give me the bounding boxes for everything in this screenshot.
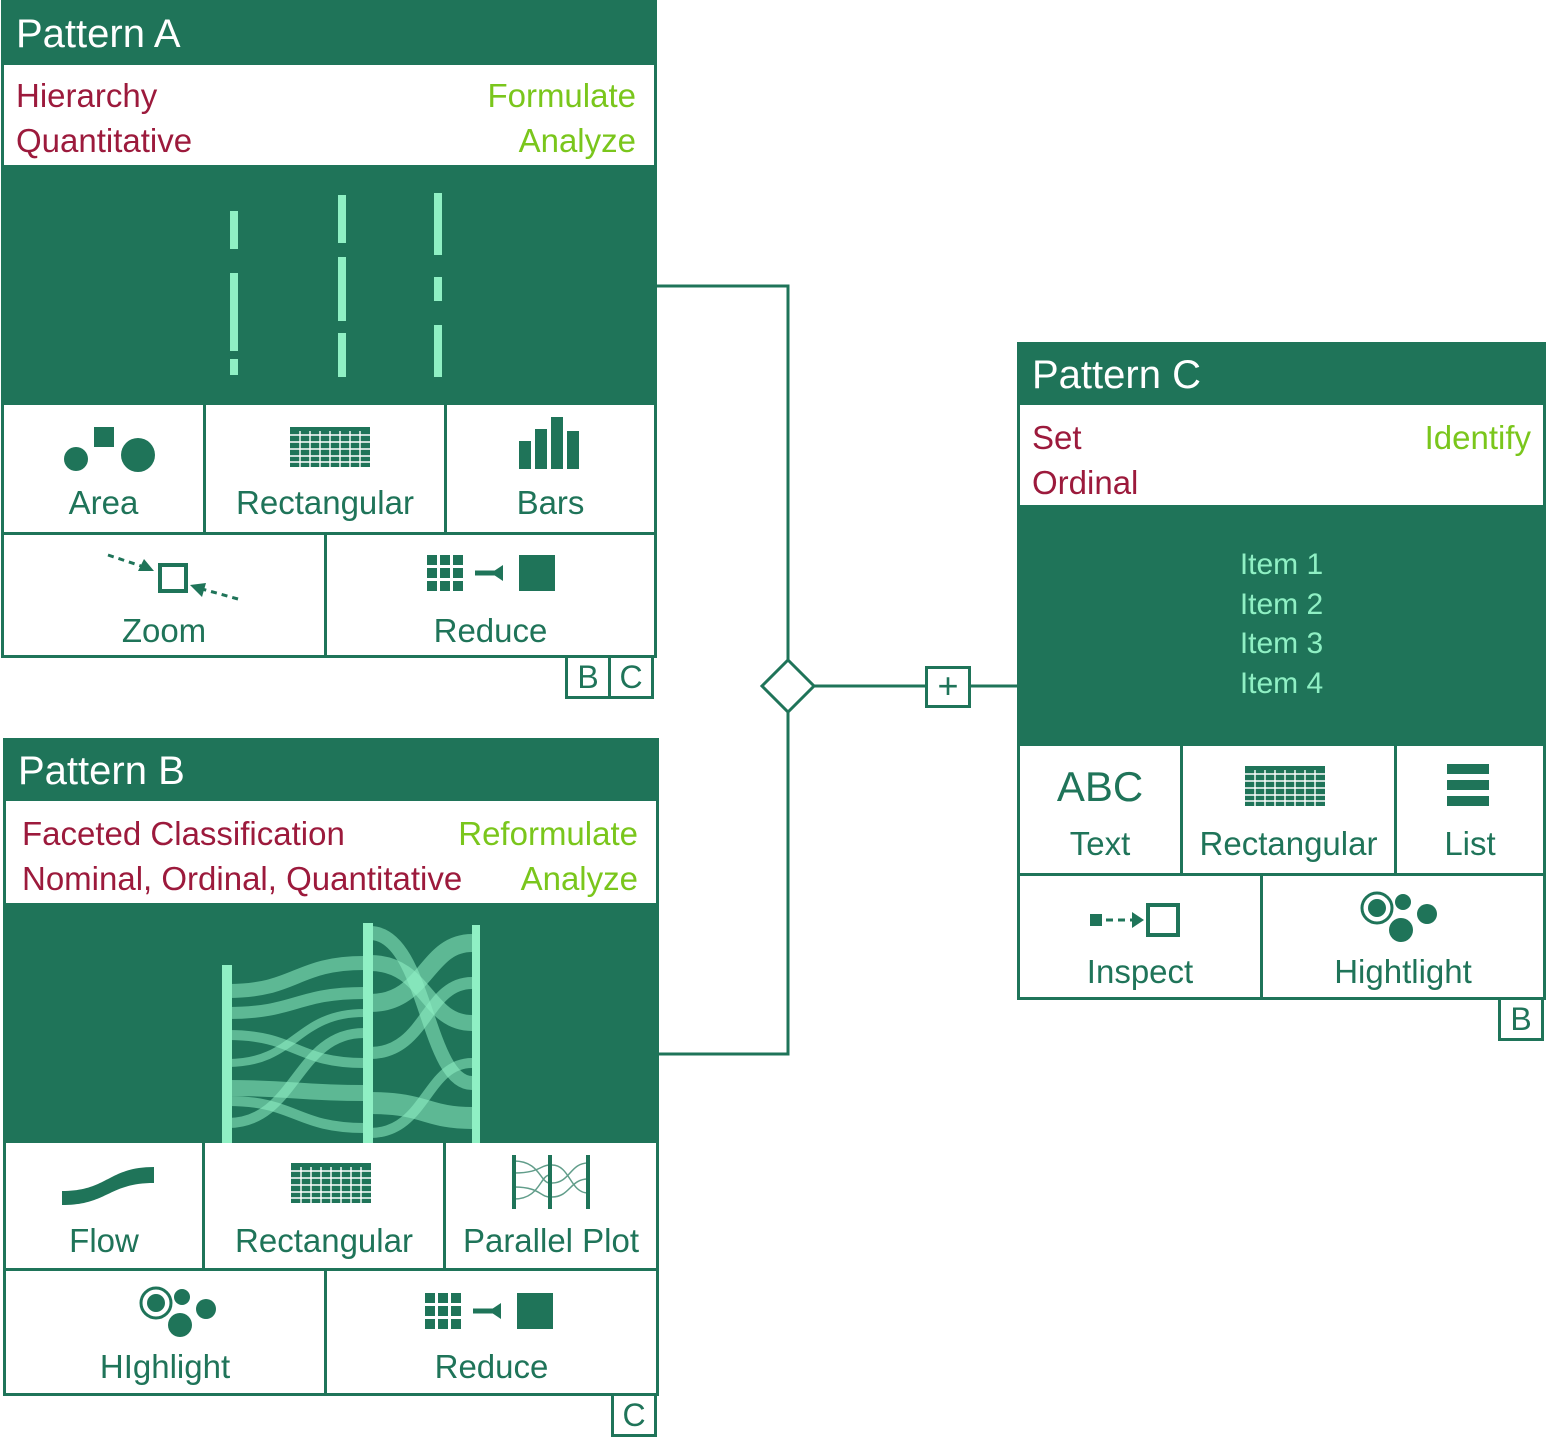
idiom-rectangular[interactable]: Rectangular (205, 1143, 446, 1271)
grid-reduce-icon (425, 1293, 555, 1333)
task-label: Identify (1424, 419, 1531, 456)
interaction-reduce[interactable]: Reduce (327, 1271, 656, 1393)
data-type-label: Quantitative (16, 122, 193, 159)
pattern-c-meta: Set Ordinal Identify (1020, 405, 1543, 505)
idiom-rectangular[interactable]: Rectangular (1183, 746, 1397, 876)
pattern-a-title: Pattern A (4, 3, 654, 65)
plus-icon: + (937, 665, 959, 706)
task-label: Reformulate (458, 815, 638, 852)
idiom-label: List (1444, 825, 1496, 862)
interaction-label: Reduce (433, 612, 548, 649)
idiom-list[interactable]: List (1397, 746, 1543, 876)
grid-table-icon (1245, 766, 1325, 807)
interaction-reduce[interactable]: Reduce (327, 535, 654, 655)
grid-table-icon (291, 1163, 371, 1204)
interaction-zoom[interactable]: Zoom (4, 535, 327, 655)
idiom-label: Rectangular (235, 1222, 413, 1259)
pattern-b-meta: Faceted Classification Nominal, Ordinal,… (6, 801, 656, 903)
combine-box: + (925, 666, 971, 708)
link-tag-b[interactable]: B (1498, 997, 1544, 1041)
idiom-label: Area (68, 484, 139, 521)
highlight-dots-icon (139, 1286, 218, 1339)
pattern-c-card: Pattern C Set Ordinal Identify Item 1 It… (1017, 342, 1546, 1000)
abc-text-icon: ABC (1056, 763, 1144, 810)
highlight-dots-icon (1360, 891, 1439, 944)
list-item: Item 2 (1239, 587, 1324, 621)
data-type-label: Faceted Classification (22, 815, 345, 852)
idiom-text[interactable]: ABC Text (1020, 746, 1183, 876)
sankey-preview (222, 923, 480, 1143)
interaction-highlight[interactable]: Hightlight (1263, 876, 1543, 997)
data-type-label: Nominal, Ordinal, Quantitative (22, 860, 463, 897)
data-type-label: Set (1032, 419, 1082, 456)
bar-chart-icon (519, 417, 579, 469)
link-tag-c[interactable]: C (608, 655, 654, 699)
inspect-arrow-icon (1090, 903, 1180, 937)
zoom-arrows-icon (107, 553, 239, 601)
data-type-label: Ordinal (1032, 464, 1139, 501)
idiom-label: Flow (69, 1222, 139, 1259)
link-tag-c[interactable]: C (611, 1393, 657, 1437)
link-tag-b[interactable]: B (565, 655, 611, 699)
flow-curve-icon (62, 1167, 154, 1205)
pattern-b-title: Pattern B (6, 741, 656, 801)
join-diamond-icon (759, 657, 817, 715)
parallel-plot-icon (512, 1155, 590, 1209)
data-type-label: Hierarchy (16, 77, 158, 114)
area-shapes-icon (64, 427, 155, 472)
idiom-label: Parallel Plot (462, 1222, 640, 1259)
icicle-bars-preview (230, 193, 442, 377)
idiom-label: Bars (516, 484, 585, 521)
idiom-rectangular[interactable]: Rectangular (206, 405, 447, 535)
task-label: Formulate (487, 77, 636, 114)
interaction-inspect[interactable]: Inspect (1020, 876, 1263, 997)
task-label: Analyze (518, 122, 636, 159)
interaction-label: Hightlight (1334, 953, 1472, 990)
interaction-label: HIghlight (99, 1348, 231, 1385)
pattern-c-visualization: Item 1 Item 2 Item 3 Item 4 (1020, 505, 1543, 746)
grid-table-icon (290, 427, 370, 468)
interaction-label: Reduce (434, 1348, 549, 1385)
idiom-bars[interactable]: Bars (447, 405, 654, 535)
task-label: Analyze (520, 860, 638, 897)
pattern-b-card: Pattern B Faceted Classification Nominal… (3, 738, 659, 1396)
idiom-label: Text (1069, 825, 1131, 862)
pattern-a-card: Pattern A Hierarchy Quantitative Formula… (1, 0, 657, 658)
list-lines-icon (1447, 764, 1489, 806)
grid-reduce-icon (427, 555, 557, 595)
idiom-label: Rectangular (236, 484, 414, 521)
idiom-parallel-plot[interactable]: Parallel Plot (446, 1143, 656, 1271)
idiom-area[interactable]: Area (4, 405, 206, 535)
list-item: Item 4 (1239, 666, 1324, 700)
interaction-label: Inspect (1086, 953, 1194, 990)
pattern-a-visualization (4, 165, 654, 405)
list-item: Item 3 (1239, 627, 1324, 660)
list-item: Item 1 (1239, 548, 1324, 581)
interaction-label: Zoom (121, 612, 207, 649)
idiom-label: Rectangular (1199, 825, 1378, 862)
pattern-c-title: Pattern C (1020, 345, 1543, 405)
pattern-a-meta: Hierarchy Quantitative Formulate Analyze (4, 65, 654, 165)
pattern-b-visualization (6, 903, 656, 1143)
interaction-highlight[interactable]: HIghlight (6, 1271, 327, 1393)
idiom-flow[interactable]: Flow (6, 1143, 205, 1271)
